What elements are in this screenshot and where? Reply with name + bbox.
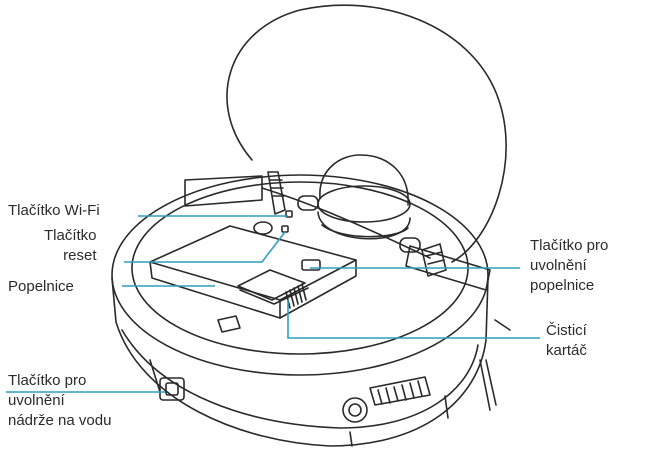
label-dustbin-line: Popelnice	[8, 278, 74, 295]
reset-button-shape	[281, 225, 289, 233]
robot-body-rim	[111, 174, 489, 376]
robot-side-wall	[111, 277, 489, 447]
label-reset-button-line-1: Tlačítko	[44, 227, 97, 244]
label-dustbin-release-line-1: Tlačítko pro	[530, 237, 609, 254]
lds-dome	[317, 154, 411, 240]
label-water-tank-line-3: nádrže na vodu	[8, 412, 112, 429]
dustbin-panel	[149, 225, 357, 319]
side-brush	[479, 359, 491, 411]
label-water-tank-line-1: Tlačítko pro	[8, 372, 87, 389]
vent-grille	[369, 376, 431, 406]
dustbin-release-button	[301, 259, 321, 271]
label-water-tank-line-2: uvolnění	[8, 392, 65, 409]
label-water-tank-release: Tlačítko pro uvolnění nádrže na vodu	[8, 371, 111, 431]
label-brush: Čisticí kartáč	[546, 321, 587, 361]
label-reset-button: Tlačítko reset	[44, 226, 97, 266]
brush-cover	[237, 269, 309, 309]
label-reset-button-line-2: reset	[63, 247, 97, 264]
label-brush-line-2: kartáč	[546, 342, 587, 359]
label-wifi-button: Tlačítko Wi-Fi	[8, 201, 100, 221]
leader-reset-button	[124, 231, 286, 263]
label-brush-line-1: Čisticí	[546, 322, 587, 339]
label-dustbin: Popelnice	[8, 277, 74, 297]
open-lid	[226, 4, 507, 263]
water-tank-release-button	[159, 377, 185, 401]
leader-brush	[287, 300, 540, 339]
front-sensor	[342, 397, 368, 423]
label-dustbin-release-line-3: popelnice	[530, 277, 595, 294]
label-wifi-button-line: Tlačítko Wi-Fi	[8, 202, 100, 219]
label-dustbin-release: Tlačítko pro uvolnění popelnice	[530, 236, 608, 296]
wifi-button-shape	[285, 210, 293, 218]
label-dustbin-release-line-2: uvolnění	[530, 257, 587, 274]
